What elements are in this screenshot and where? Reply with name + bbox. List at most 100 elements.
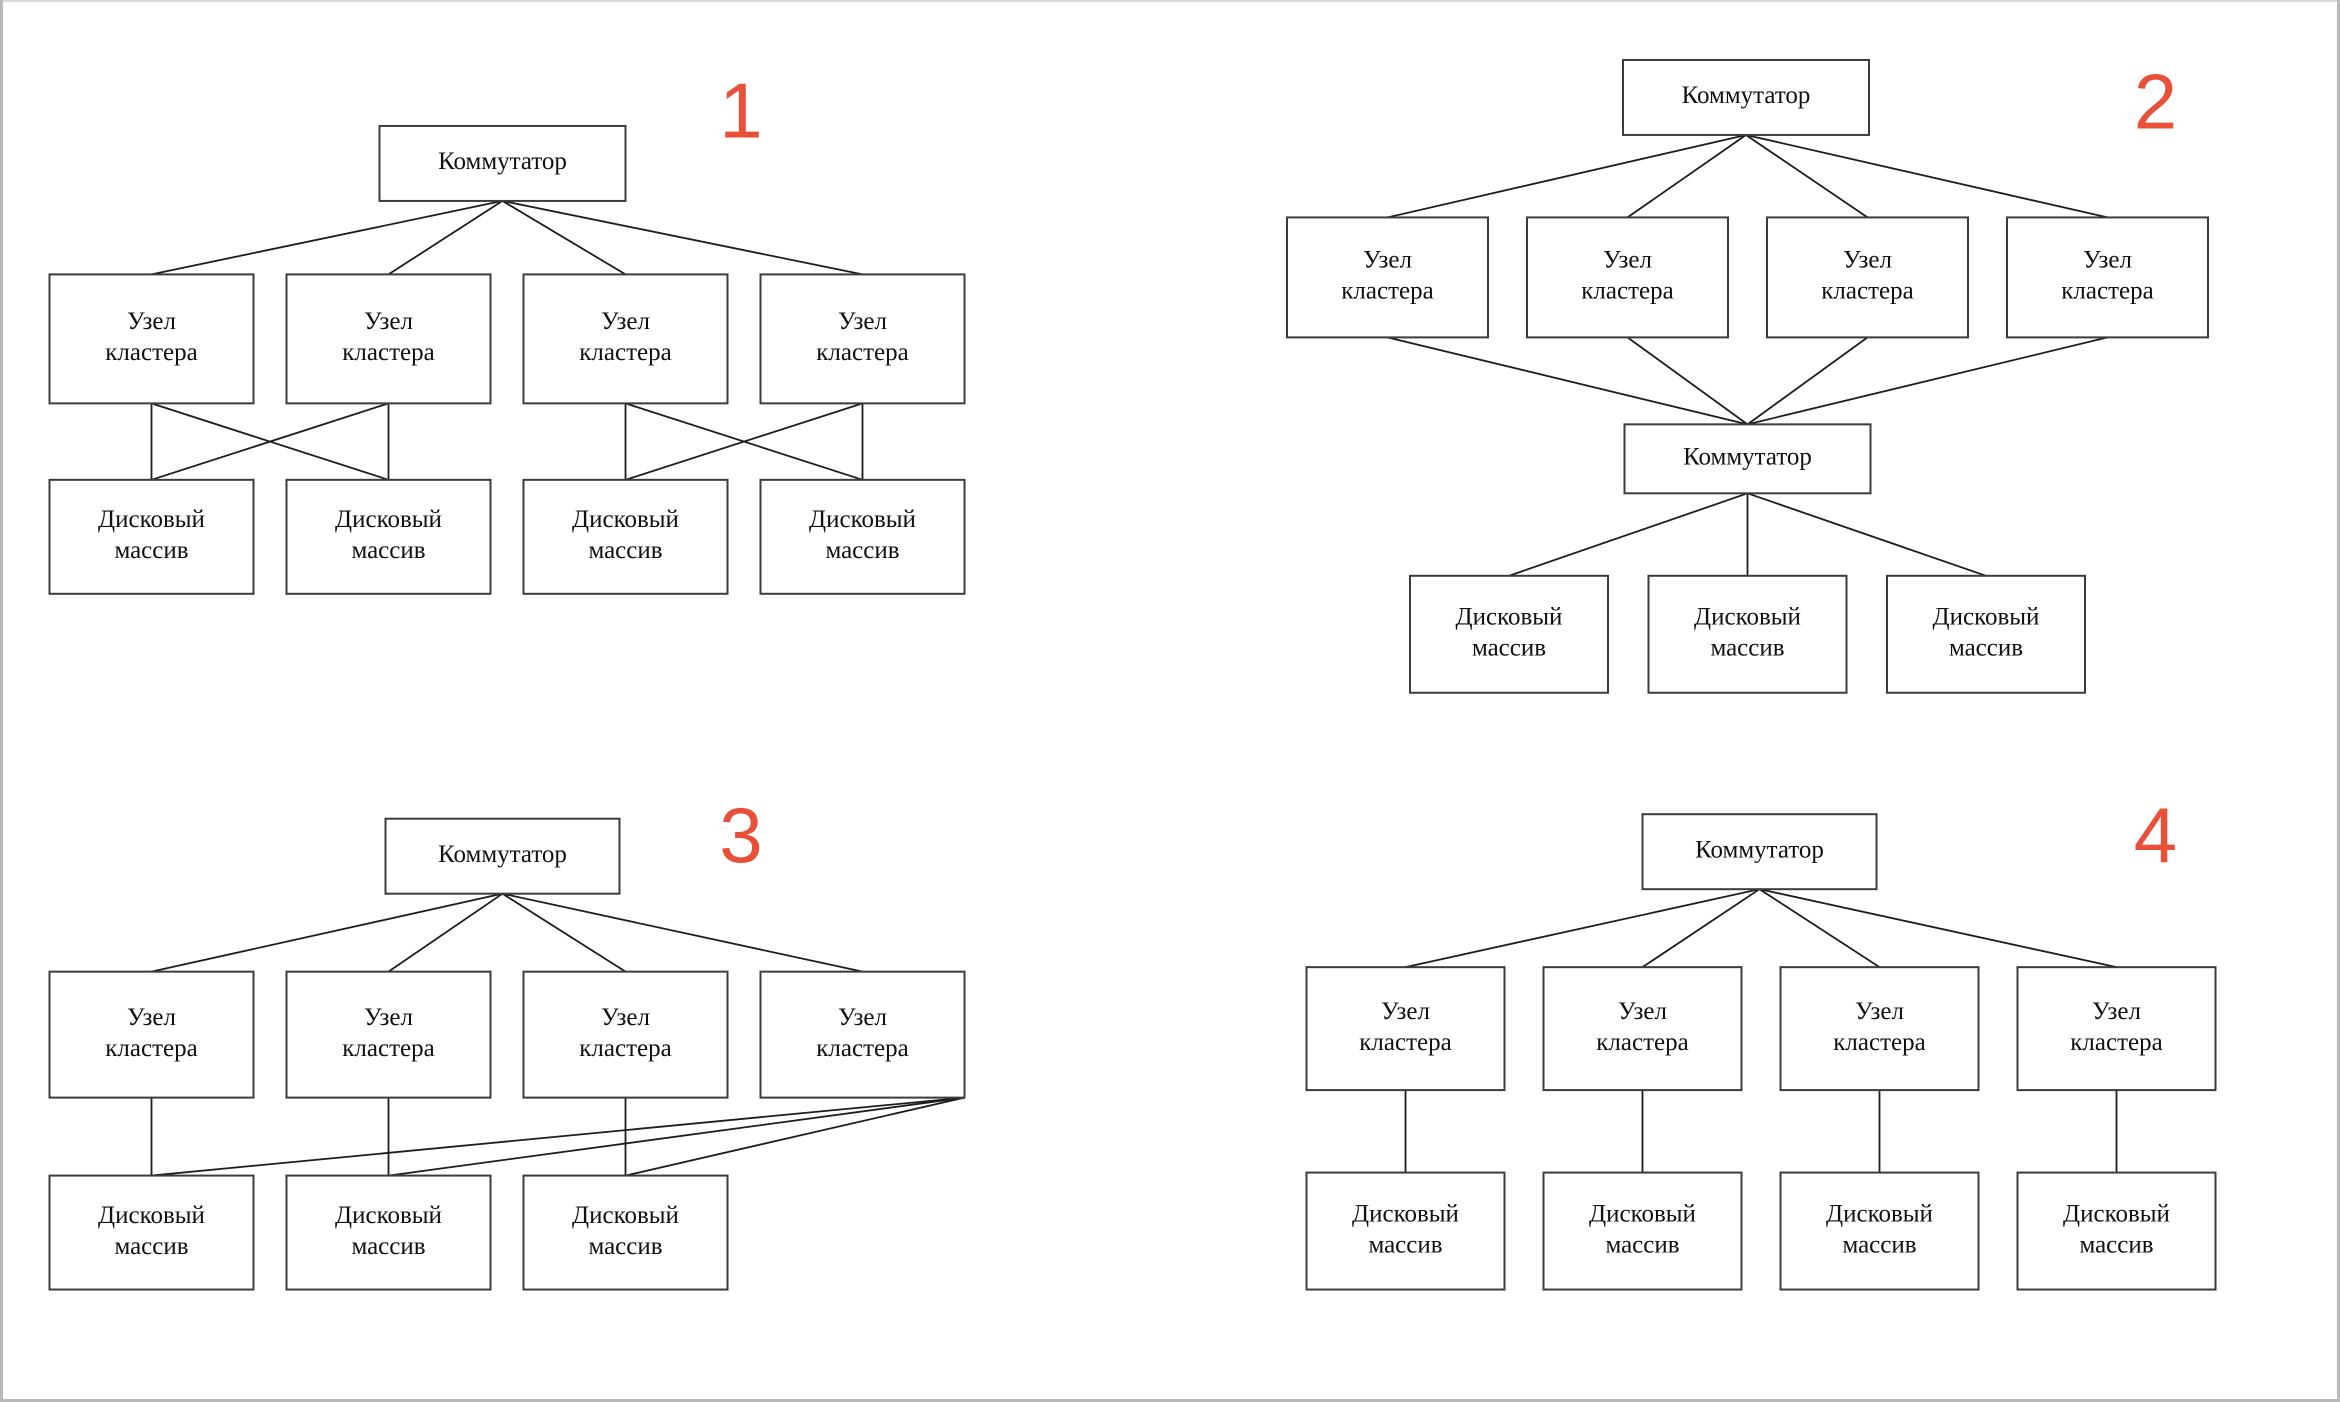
- box-label: Узел: [2083, 247, 2132, 274]
- switch-box[interactable]: Коммутатор: [1622, 58, 1870, 136]
- box-label: Дисковый: [572, 1202, 679, 1229]
- box-label: массив: [588, 1233, 662, 1260]
- connection-line: [502, 892, 626, 973]
- box-outline: [1779, 966, 1980, 1092]
- disk-array-box[interactable]: Дисковый массив: [2016, 1171, 2217, 1291]
- box-label: Дисковый: [2063, 1200, 2170, 1227]
- box-label: Узел: [1855, 998, 1904, 1025]
- connection-line: [1508, 492, 1748, 577]
- box-label: кластера: [816, 1035, 908, 1062]
- page-border-right: [2337, 0, 2340, 1402]
- box-label: Коммутатор: [438, 148, 567, 175]
- box-outline: [522, 970, 729, 1099]
- box-label: Коммутатор: [1682, 82, 1811, 109]
- box-label: Узел: [364, 1004, 413, 1031]
- switch-box[interactable]: Коммутатор: [1623, 423, 1872, 495]
- connection-line: [387, 892, 504, 973]
- page-border-bottom: [0, 1399, 2340, 1402]
- connection-line: [1626, 134, 1747, 219]
- diagram-number-label: 3: [719, 791, 762, 879]
- box-outline: [1305, 1171, 1506, 1291]
- box-outline: [378, 124, 627, 202]
- box-outline: [48, 273, 255, 405]
- disk-array-box[interactable]: Дисковый массив: [1542, 1171, 1743, 1291]
- connection-line: [151, 892, 503, 973]
- box-outline: [1409, 574, 1609, 694]
- box-outline: [759, 478, 966, 595]
- box-outline: [48, 970, 255, 1099]
- box-label: Узел: [2092, 998, 2141, 1025]
- switch-box[interactable]: Коммутатор: [1641, 813, 1878, 891]
- box-label: Дисковый: [335, 1202, 442, 1229]
- cluster-node-box[interactable]: Узел кластера: [1779, 966, 1980, 1092]
- box-label: кластера: [1833, 1029, 1925, 1056]
- connection-line: [1405, 888, 1760, 969]
- connection-line: [1759, 888, 1880, 968]
- box-outline: [1622, 58, 1870, 136]
- connection-line: [1745, 134, 2108, 219]
- box-label: массив: [351, 537, 425, 564]
- box-outline: [1623, 423, 1872, 495]
- box-outline: [759, 273, 966, 405]
- box-outline: [1542, 966, 1743, 1092]
- box-label: массив: [1710, 635, 1784, 662]
- box-label: Узел: [127, 1004, 176, 1031]
- box-outline: [1286, 216, 1489, 339]
- box-outline: [1779, 1171, 1980, 1291]
- cluster-node-box[interactable]: Узел кластера: [1542, 966, 1743, 1092]
- box-label: кластера: [1596, 1029, 1688, 1056]
- box-outline: [48, 1174, 255, 1291]
- disk-array-box[interactable]: Дисковый массив: [522, 1174, 729, 1291]
- box-outline: [285, 273, 492, 405]
- box-label: Дисковый: [1589, 1200, 1696, 1227]
- box-outline: [1886, 574, 2086, 694]
- box-label: кластера: [816, 339, 908, 366]
- connection-line: [151, 200, 503, 276]
- cluster-node-box[interactable]: Узел кластера: [2016, 966, 2217, 1092]
- box-label: Узел: [1618, 998, 1667, 1025]
- connection-line: [1642, 888, 1760, 968]
- box-outline: [1641, 813, 1878, 891]
- box-label: массив: [1949, 635, 2023, 662]
- box-label: кластера: [2070, 1029, 2162, 1056]
- connection-line: [388, 1096, 965, 1177]
- box-label: Коммутатор: [1683, 444, 1812, 471]
- box-label: кластера: [105, 339, 197, 366]
- page-border-left: [0, 0, 3, 1402]
- switch-box[interactable]: Коммутатор: [384, 817, 621, 895]
- box-label: массив: [2079, 1231, 2153, 1258]
- box-outline: [522, 1174, 729, 1291]
- box-outline: [2006, 216, 2209, 339]
- connection-line: [151, 1096, 965, 1177]
- connection-line: [502, 200, 863, 276]
- box-label: Узел: [364, 308, 413, 335]
- box-label: массив: [1605, 1231, 1679, 1258]
- switch-box[interactable]: Коммутатор: [378, 124, 627, 202]
